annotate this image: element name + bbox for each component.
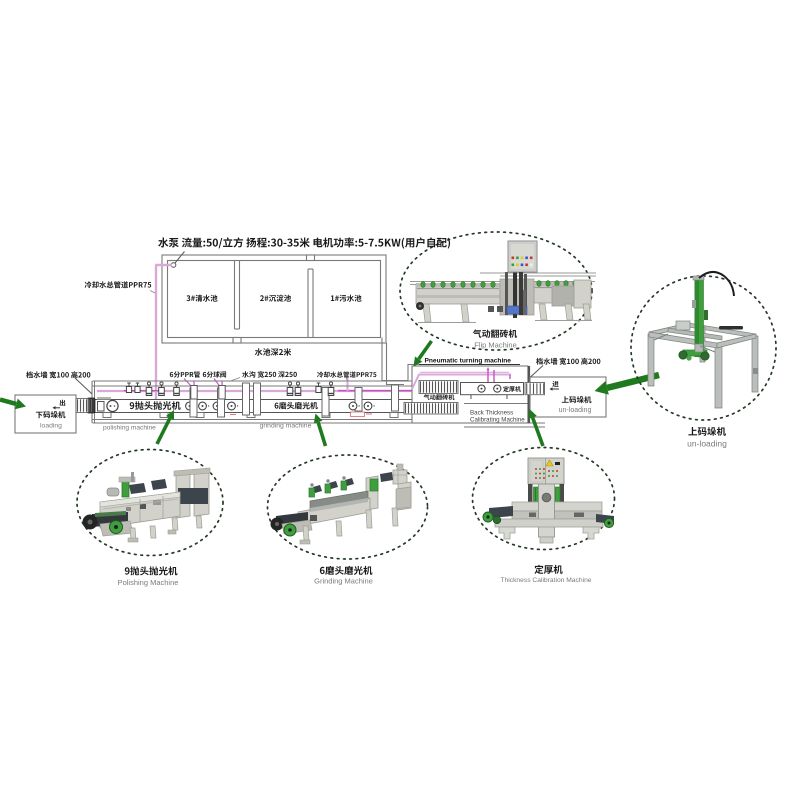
svg-text:Flip Machine: Flip Machine [474,341,517,350]
svg-text:polishing machine: polishing machine [103,425,156,432]
svg-text:un-loading: un-loading [559,407,592,414]
svg-text:loading: loading [40,423,62,430]
svg-text:Pneumatic turning machine: Pneumatic turning machine [425,358,512,365]
svg-text:un-loading: un-loading [687,439,727,449]
svg-text:Thickness Calibration Machine: Thickness Calibration Machine [500,577,591,584]
svg-text:Calibrating Machine: Calibrating Machine [470,417,525,424]
svg-text:grinding machine: grinding machine [260,423,312,430]
svg-text:Grinding Machine: Grinding Machine [314,577,373,586]
svg-text:Polishing Machine: Polishing Machine [118,578,179,587]
svg-text:Back Thickness: Back Thickness [470,410,513,417]
